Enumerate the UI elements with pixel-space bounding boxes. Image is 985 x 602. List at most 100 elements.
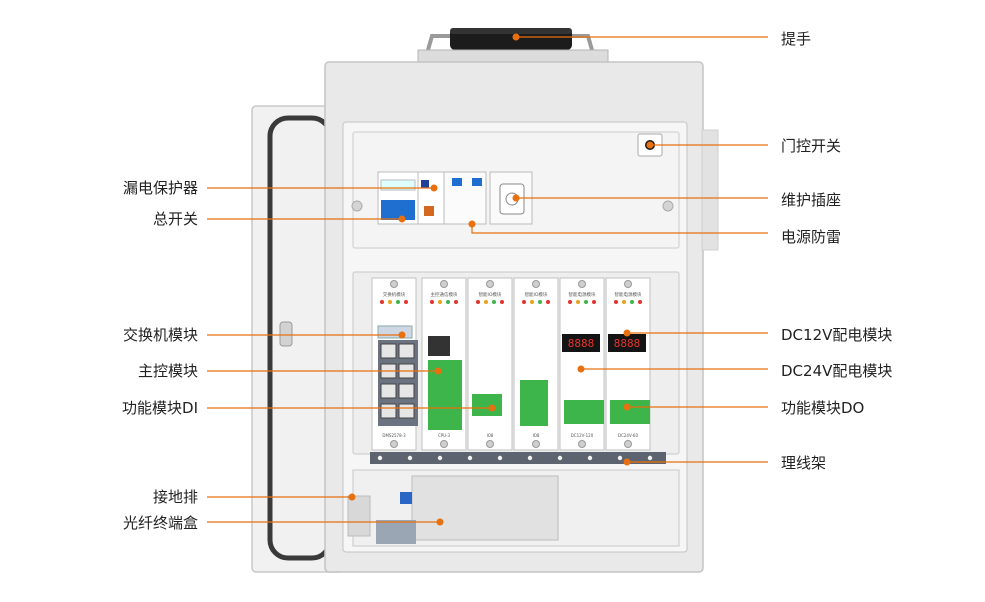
label-switch-module: 交换机模块 [122,326,198,344]
label-dc24v-module: DC24V配电模块 [781,362,893,380]
leader-dot [646,141,654,149]
leader-dot [488,404,496,412]
leader-lines [207,33,768,526]
leader-line [577,365,768,373]
status-led [530,300,534,304]
leader-dot [623,403,631,411]
leader-line [623,329,768,337]
rack-screw [647,455,653,461]
module-footer: DC12V-120 [571,433,594,438]
ethernet-port [398,383,415,399]
status-led [404,300,408,304]
status-led [568,300,572,304]
leader-line [207,493,356,501]
leader-line [207,518,444,526]
ethernet-port [398,343,415,359]
leader-dot [398,215,406,223]
label-handle: 提手 [781,30,812,48]
module-title: 智能电源模块 [569,291,596,298]
module-footer: DMS2578-3 [382,433,406,438]
dc12v-display-readout: 8888 [568,337,595,350]
rack-screw [617,455,623,461]
status-led [576,300,580,304]
rack-screw [587,455,593,461]
leader-dot [623,329,631,337]
label-door-switch: 门控开关 [781,137,842,155]
label-fiber-terminal-box: 光纤终端盒 [122,514,198,532]
status-led [438,300,442,304]
rack-screw [527,455,533,461]
leader-dot [436,518,444,526]
handle [417,28,609,63]
dc24v-display-readout: 8888 [614,337,641,350]
label-grounding-bar: 接地排 [152,488,198,506]
ethernet-port [380,383,397,399]
label-surge-protection: 电源防雷 [781,228,842,246]
leader-line [207,184,438,192]
status-led [622,300,626,304]
leader-line [468,220,768,234]
displays: 8888 8888 [562,334,646,352]
label-function-module-do: 功能模块DO [781,399,865,417]
top-panel [351,131,680,249]
rack-screw [557,455,563,461]
leader-dot [398,331,406,339]
rack-screw [497,455,503,461]
rack-screw [437,455,443,461]
leader-line [512,194,768,202]
bottom-compartment [347,469,680,547]
status-led [380,300,384,304]
label-main-switch: 总开关 [152,210,198,228]
status-led [630,300,634,304]
leader-line [646,141,768,149]
leader-dot [512,33,520,41]
ethernet-port [398,403,415,419]
ethernet-port [380,403,397,419]
leader-dot [512,194,520,202]
module-title: 交换机模块 [383,291,406,298]
leader-line [623,403,768,411]
label-maintenance-socket: 维护插座 [781,191,842,209]
status-led [592,300,596,304]
leader-dot [348,493,356,501]
module-title: 主控通信模块 [431,291,458,298]
label-main-control-module: 主控模块 [137,362,198,380]
leader-line [207,404,496,412]
leader-line [207,331,406,339]
leader-dot [434,367,442,375]
status-led [584,300,588,304]
ethernet-port [380,343,397,359]
label-leakage-protector: 漏电保护器 [122,179,198,197]
status-led [476,300,480,304]
status-led [500,300,504,304]
rack-screw [407,455,413,461]
switch-ports [377,325,418,426]
leader-line [207,367,442,375]
terminal-blocks [428,336,650,430]
leader-dot [623,458,631,466]
status-led [492,300,496,304]
leader-dot [577,365,585,373]
status-led [396,300,400,304]
module-footer: DC24V-60 [618,433,638,438]
status-led [454,300,458,304]
label-cable-rack: 理线架 [781,454,827,472]
status-led [546,300,550,304]
status-led [522,300,526,304]
status-led [638,300,642,304]
leader-line [207,215,406,223]
module-title: 智能IO模块 [525,291,548,298]
module-title: 智能IO模块 [479,291,502,298]
leader-line [623,458,768,466]
module-footer: IO8 [533,433,540,438]
leader-dot [430,184,438,192]
leader-dot [468,220,476,228]
module-card: 智能电源模块 DC12V-120 [559,277,605,451]
module-footer: CPU-3 [438,433,451,438]
status-led [446,300,450,304]
status-led [614,300,618,304]
